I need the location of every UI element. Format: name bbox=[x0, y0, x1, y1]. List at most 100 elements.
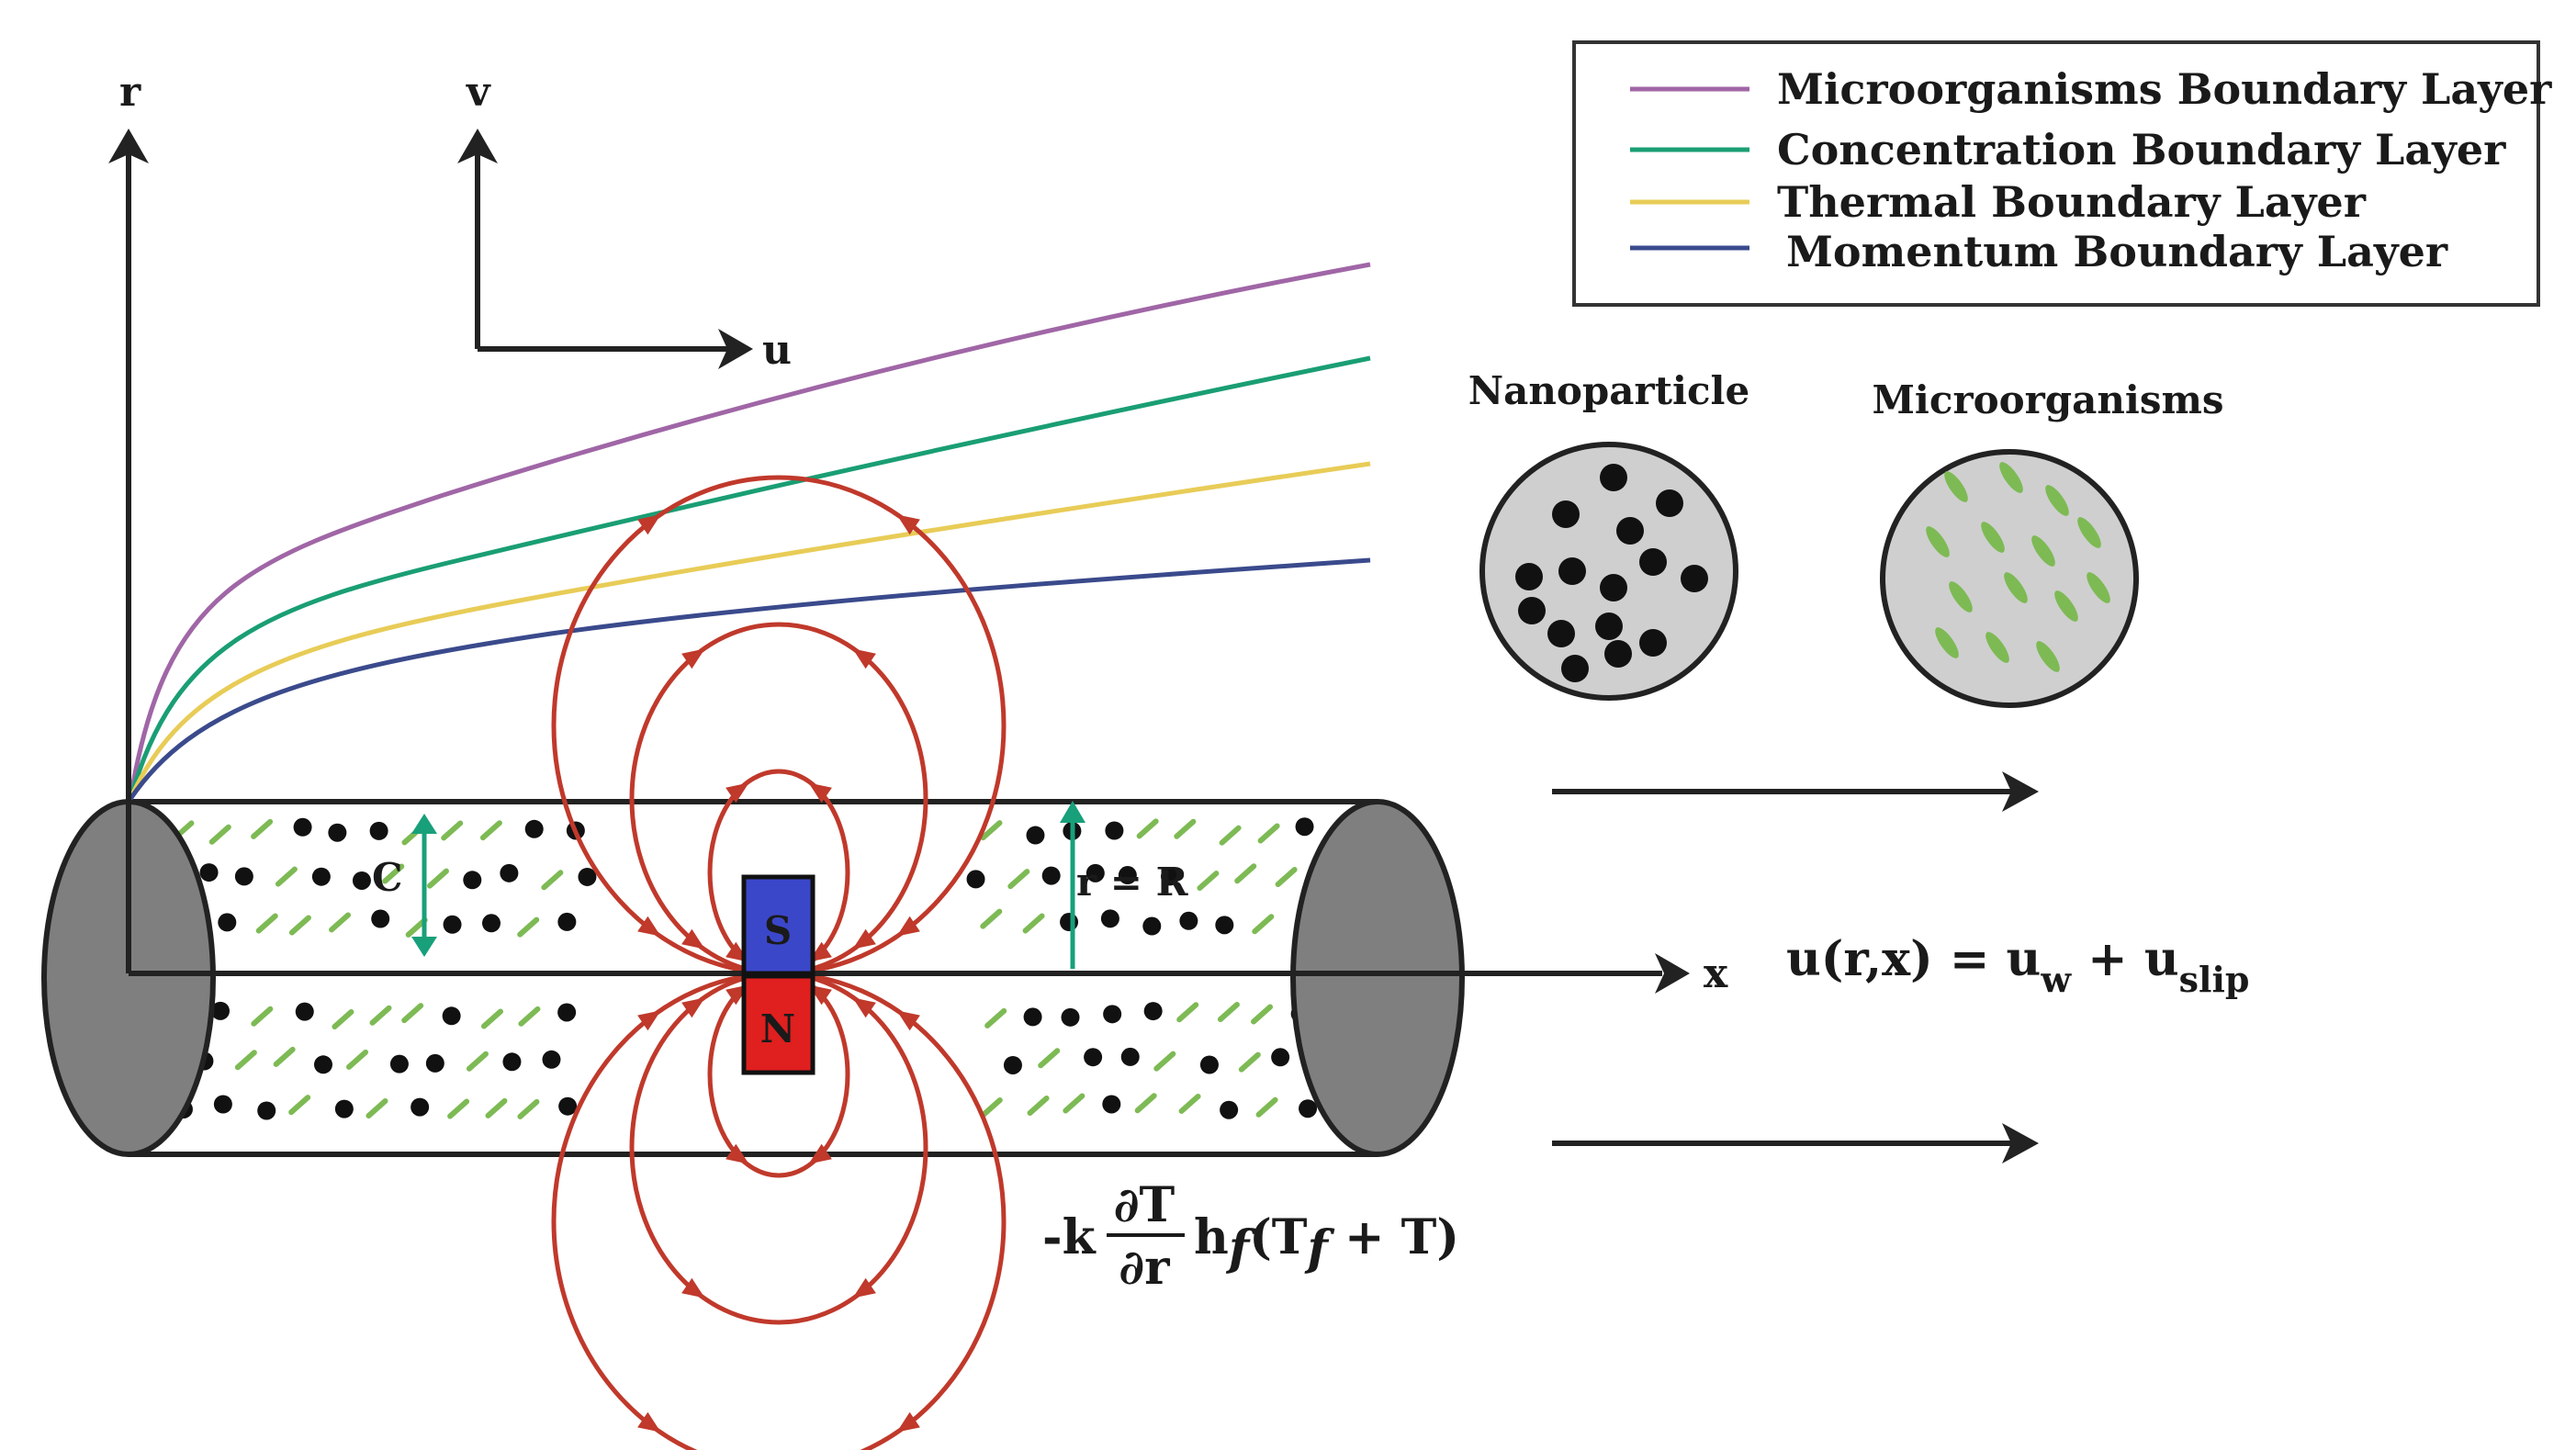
flow-arrow-lower-icon bbox=[2002, 1123, 2039, 1163]
microorganism-mark bbox=[517, 1098, 540, 1119]
nanoparticle-dot bbox=[199, 863, 219, 882]
u-axis-arrow-icon bbox=[718, 329, 753, 369]
nanoparticle-dot bbox=[295, 1002, 314, 1021]
nanoparticle-dot bbox=[389, 1054, 409, 1073]
microorganisms-label: Microorganisms bbox=[1872, 377, 2223, 422]
nanoparticle-dot bbox=[500, 863, 519, 882]
velocity-formula-sub-slip: slip bbox=[2179, 959, 2250, 1000]
boundary-layers bbox=[128, 262, 1371, 801]
microorganism-mark bbox=[329, 912, 352, 933]
nanoparticle-dot bbox=[442, 1006, 461, 1026]
field-direction-arrow-icon bbox=[637, 1411, 661, 1433]
nanoparticle-dot bbox=[1271, 1048, 1290, 1067]
heat-flux-formula: -k ∂T ∂r hf(Tf + T) bbox=[1042, 1177, 1459, 1296]
r-axis-arrow-icon bbox=[108, 129, 149, 163]
nanoparticle-dot bbox=[218, 913, 237, 932]
microorganism-mark bbox=[366, 1098, 388, 1119]
nanoparticle-dot bbox=[1552, 500, 1580, 528]
v-axis-arrow-icon bbox=[457, 129, 498, 163]
microorganism-mark bbox=[1178, 1093, 1201, 1114]
nanoparticle-dot bbox=[234, 867, 253, 886]
nanoparticle-dot bbox=[313, 1055, 332, 1074]
nanoparticle-dot bbox=[1616, 517, 1644, 545]
microorganism-mark bbox=[208, 824, 231, 845]
microorganism-cell bbox=[1949, 581, 1973, 613]
nanoparticle-dot bbox=[1061, 1007, 1080, 1027]
microorganisms-boundary-layer-curve bbox=[128, 262, 1371, 800]
microorganism-cell bbox=[1985, 632, 2009, 663]
nanoparticle-dot bbox=[213, 1095, 232, 1114]
x-axis-label: x bbox=[1704, 950, 1728, 997]
field-direction-arrow-icon bbox=[681, 1277, 705, 1298]
field-direction-arrow-icon bbox=[896, 1010, 920, 1031]
field-direction-arrow-icon bbox=[808, 1143, 832, 1164]
microorganism-mark bbox=[518, 1006, 541, 1027]
legend: Microorganisms Boundary Layer Concentrat… bbox=[1572, 40, 2552, 307]
microorganism-mark bbox=[1038, 1048, 1061, 1069]
nanoparticle-dot bbox=[1547, 620, 1575, 647]
legend-label-thermal: Thermal Boundary Layer bbox=[1777, 177, 2367, 227]
field-direction-arrow-icon bbox=[726, 782, 749, 804]
microorganism-mark bbox=[1176, 1002, 1199, 1023]
microorganism-mark bbox=[1007, 869, 1030, 890]
magnet-north-pole bbox=[741, 973, 816, 1075]
microorganism-cell bbox=[2087, 572, 2110, 603]
microorganism-mark bbox=[251, 1006, 274, 1027]
u-axis-label: u bbox=[762, 327, 792, 374]
microorganism-mark bbox=[1238, 1051, 1261, 1073]
velocity-boundary-formula: u(r,x) = uw + uslip bbox=[1786, 931, 2249, 1000]
microorganism-mark bbox=[234, 1050, 257, 1071]
microorganism-mark bbox=[382, 863, 405, 884]
nanoparticle-dot bbox=[1299, 1099, 1318, 1118]
radius-marker-label: r = R bbox=[1076, 860, 1189, 905]
heat-formula-denominator: ∂r bbox=[1119, 1240, 1170, 1296]
velocity-formula-main: u(r,x) = u bbox=[1786, 931, 2041, 987]
nanoparticle-dot bbox=[1100, 909, 1119, 928]
microorganism-mark bbox=[980, 1097, 1003, 1118]
x-axis-arrow-icon bbox=[1655, 953, 1690, 994]
heat-formula-open: (T bbox=[1249, 1209, 1308, 1265]
field-direction-arrow-icon bbox=[681, 997, 705, 1018]
field-direction-arrow-icon bbox=[896, 916, 920, 937]
legend-label-concentration: Concentration Boundary Layer bbox=[1777, 125, 2506, 174]
legend-box bbox=[1572, 40, 2540, 307]
nanoparticle-dot bbox=[463, 871, 482, 890]
microorganism-mark bbox=[1217, 1002, 1240, 1023]
legend-label-microorganisms: Microorganisms Boundary Layer bbox=[1777, 64, 2552, 114]
microorganism-mark bbox=[275, 866, 298, 887]
nanoparticle-dot bbox=[334, 1099, 354, 1118]
nanoparticle-dot bbox=[1215, 916, 1234, 935]
nanoparticle-dot bbox=[1639, 548, 1667, 576]
microorganism-mark bbox=[480, 1008, 503, 1029]
microorganism-mark bbox=[447, 1098, 470, 1119]
magnet-south-label: S bbox=[764, 908, 792, 953]
field-direction-arrow-icon bbox=[896, 1411, 920, 1433]
microorganism-mark bbox=[479, 820, 502, 841]
heat-formula-h: h bbox=[1194, 1209, 1229, 1265]
microorganism-mark bbox=[441, 820, 464, 841]
microorganism-mark bbox=[1027, 1096, 1050, 1117]
v-axis-label: v bbox=[466, 69, 491, 116]
nanoparticle-dot bbox=[257, 1101, 276, 1120]
nanoparticle-dot bbox=[1023, 1007, 1042, 1027]
nanoparticle-dot bbox=[371, 909, 390, 928]
velocity-formula-sub-w: w bbox=[2040, 959, 2072, 1000]
nanoparticle-dot bbox=[1515, 563, 1543, 590]
nanoparticle-dot bbox=[1681, 565, 1708, 592]
nanoparticle-dot bbox=[1003, 1055, 1022, 1074]
concentration-marker-arrow-up-icon bbox=[411, 814, 437, 834]
nanoparticle-dot bbox=[1143, 1002, 1163, 1021]
legend-label-momentum: Momentum Boundary Layer bbox=[1786, 227, 2448, 276]
microorganism-mark bbox=[980, 908, 1003, 929]
microorganism-cell bbox=[1926, 526, 1950, 557]
tube-right-cap bbox=[1290, 799, 1465, 1157]
nanoparticle-dot bbox=[557, 912, 577, 931]
microorganism-cell bbox=[1935, 627, 1959, 658]
nanoparticle-dot bbox=[1041, 866, 1061, 885]
nanoparticle-dot bbox=[311, 867, 331, 886]
thermal-boundary-layer-curve bbox=[128, 461, 1371, 801]
concentration-marker-label: C bbox=[372, 855, 402, 900]
heat-formula-prefix: -k bbox=[1042, 1209, 1097, 1265]
